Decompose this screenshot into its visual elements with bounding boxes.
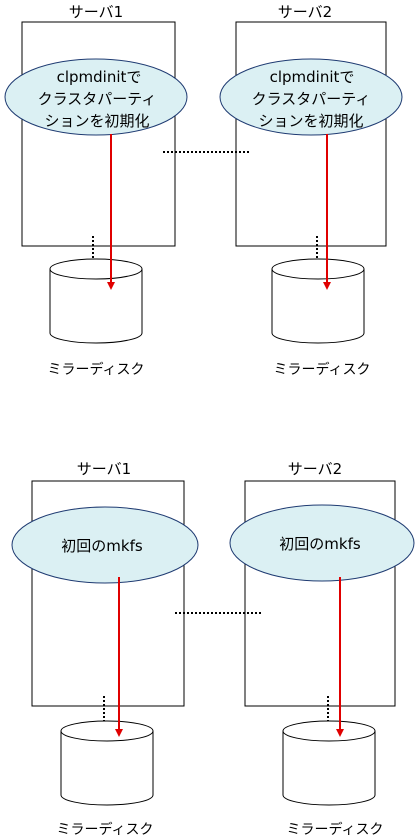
panel1-disk1-label: ミラーディスク xyxy=(47,361,144,378)
panel2-process1-line1: 初回のmkfs xyxy=(61,537,143,555)
panel1-disk1: ミラーディスク xyxy=(47,258,145,378)
panel1-process1-line3: ションを初期化 xyxy=(44,112,149,130)
panel2-process2: 初回のmkfs xyxy=(229,504,415,582)
panel2-disk2-label: ミラーディスク xyxy=(286,821,383,838)
panel2-process1: 初回のmkfs xyxy=(11,506,199,584)
panel1-process1: clpmdinitで クラスタパーティ ションを初期化 xyxy=(4,58,188,136)
panel1-disk1-body xyxy=(49,269,143,344)
panel2-process1-ellipse xyxy=(11,506,199,584)
panel1-disk2-top xyxy=(271,258,365,280)
panel1-disk2-label: ミラーディスク xyxy=(273,361,370,378)
panel2-server1-label: サーバ1 xyxy=(77,460,131,478)
panel1-process2-line3: ションを初期化 xyxy=(258,112,363,130)
panel2-disk1: ミラーディスク xyxy=(56,720,154,838)
panel1-process2-line1: clpmdinitで xyxy=(270,68,355,86)
panel2-process2-line1: 初回のmkfs xyxy=(279,535,361,553)
panel2-disk2-body xyxy=(282,731,376,806)
panel1-process1-line1: clpmdinitで xyxy=(57,68,142,86)
panel1-process2-ellipse xyxy=(219,58,403,136)
panel1-process1-ellipse xyxy=(4,58,188,136)
panel-1: サーバ1 サーバ2 ミラーディスク ミラーディスク clpmdinitで xyxy=(4,3,403,378)
panel2-disk1-top xyxy=(60,720,154,742)
panel2-server2: サーバ2 xyxy=(244,460,396,707)
panel1-server1-label: サーバ1 xyxy=(69,3,123,21)
panel1-disk1-top xyxy=(49,258,143,280)
panel1-process1-line2: クラスタパーティ xyxy=(38,90,157,108)
panel2-disk2-top xyxy=(282,720,376,742)
panel1-server2-label: サーバ2 xyxy=(278,3,332,21)
panel2-disk2: ミラーディスク xyxy=(282,720,384,838)
panel2-process2-ellipse xyxy=(229,504,415,582)
panel2-disk1-label: ミラーディスク xyxy=(56,821,153,838)
panel1-process2: clpmdinitで クラスタパーティ ションを初期化 xyxy=(219,58,403,136)
panel2-server2-label: サーバ2 xyxy=(288,460,342,478)
panel2-disk1-body xyxy=(60,731,154,806)
panel1-process2-line2: クラスタパーティ xyxy=(252,90,371,108)
panel-2: サーバ1 サーバ2 ミラーディスク ミラーディスク 初回のmkfs xyxy=(11,460,415,838)
panel1-disk2-body xyxy=(271,269,365,344)
panel1-disk2: ミラーディスク xyxy=(271,258,371,378)
